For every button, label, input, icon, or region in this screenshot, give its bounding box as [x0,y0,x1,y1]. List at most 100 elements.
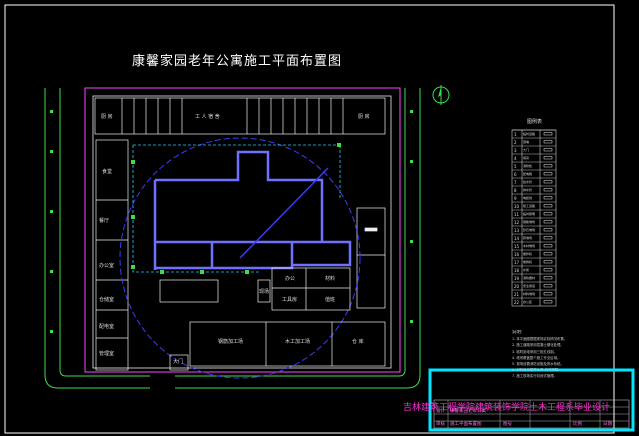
road-edges [44,88,421,389]
legend-row-number: 18 [514,268,520,273]
legend-row-label: 临时道路 [523,131,536,136]
note-line: 6. 材料堆放整齐有序,标识清楚。 [512,368,562,373]
note-line: 4. 塔吊覆盖整个施工作业区域。 [512,355,561,360]
crane-jib [239,167,329,259]
label-guard: 办公室 [99,263,115,269]
main-building [153,150,352,270]
legend-row-number: 20 [514,284,520,289]
legend-row-number: 5 [514,164,517,169]
legend-symbol [543,228,553,232]
legend-row-label: 卷扬机 [523,259,533,264]
title-block-cell: 审核 [436,422,445,427]
legend-row-label: 木材堆场 [523,243,536,248]
legend-row-label: 给水管 [523,179,533,184]
label-storage: 仓 库 [352,339,364,345]
notes-block: 说明: 1. 本平面图根据现场实际情况布置。 2. 施工道路采用混凝土硬化处理。… [512,330,608,380]
legend-row-label: 消防栓 [523,163,533,168]
legend-symbol [543,140,553,144]
legend-row-number: 1 [514,132,517,137]
note-line: 3. 临时用电采用三相五线制。 [512,349,557,354]
legend-row-number: 11 [514,212,520,217]
legend-row-number: 12 [514,220,520,225]
legend-row-number: 3 [514,148,517,153]
label-site-office: 现场 [259,289,270,295]
label-formwork-yard: 木工加工场 [285,339,311,345]
label-worker-dorm: 工 人 宿 舍 [195,114,220,120]
label-gate: 大门 [173,359,184,365]
legend-row-number: 6 [514,172,517,177]
legend-symbol [543,188,553,192]
legend-row-label: 水泵 [523,267,530,272]
legend-symbol [543,148,553,152]
label-canteen: 食堂 [102,169,113,175]
legend-row-number: 13 [514,228,520,233]
legend-symbol [543,172,553,176]
legend-symbol [543,268,553,272]
legend-symbol [543,164,553,168]
legend-symbol [543,292,553,296]
legend-row-label: 安全通道 [523,283,536,288]
title-block [428,368,635,432]
label-office-a: 办公 [285,276,296,282]
legend-row-number: 9 [514,196,517,201]
label-office-d: 值班 [325,297,336,303]
legend-row-label: 塔吊 [523,155,530,160]
title-block-school: 吉林建筑工程学院建筑装饰学院土木工程系毕业设计 [403,403,611,413]
title-block-project: 康馨家园老年公寓 [450,409,486,414]
legend-row-label: 消防器材 [523,275,536,280]
label-office-b: 工具房 [282,297,298,303]
label-dorm-east: 厨 房 [358,114,370,120]
legend-row-label: 配电箱 [523,171,533,176]
water-pipe [132,144,341,273]
legend-row-number: 14 [514,236,520,241]
legend-symbol [543,300,553,304]
legend-symbol [543,260,553,264]
legend-row-label: 搅拌机 [523,251,533,256]
legend-title: 图例表 [527,119,543,125]
label-warehouse1: 仓储室 [99,297,115,303]
legend-symbol [543,220,553,224]
legend-row-label: 材料堆场 [523,291,536,296]
legend-row-number: 21 [514,292,520,297]
right-storage [356,207,386,309]
legend-row-number: 17 [514,260,520,265]
legend-symbol [543,212,553,216]
north-arrow-icon [432,85,450,105]
label-management: 管理室 [99,351,115,357]
legend-symbol [543,180,553,184]
legend-symbol [543,196,553,200]
title-block-drawing-name: 施工平面布置图 [450,422,482,427]
hydrant-markers [50,110,413,333]
legend-row-number: 4 [514,156,517,161]
legend-row-number: 15 [514,244,520,249]
note-line: 1. 本平面图根据现场实际情况布置。 [512,337,568,342]
legend-row-number: 22 [514,300,520,305]
drawing-title: 康馨家园老年公寓施工平面布置图 [132,54,343,69]
site-boundary [92,95,392,369]
legend-symbol [543,244,553,248]
title-block-cell: 图号 [503,422,512,427]
legend-row-label: 钢筋堆场 [523,219,536,224]
bottom-yards [169,321,386,371]
legend-row-label: 施工道路 [523,203,536,208]
title-block-cell: 日期 [603,422,612,427]
notes-heading: 说明: [512,330,523,335]
title-block-cell: 比例 [573,422,582,427]
legend-row-label: 临时照明 [523,211,536,216]
note-line: 5. 现场设置消防设施及排水系统。 [512,362,564,367]
label-warehouse2: 配电室 [99,324,115,330]
legend-row-number: 8 [514,188,517,193]
legend-row-label: 办公区 [523,299,533,304]
label-material-yard: 钢筋加工场 [218,339,244,345]
legend-row-label: 围墙 [523,139,530,144]
legend-row-label: 砂石堆场 [523,227,536,232]
legend-row-number: 2 [514,140,517,145]
legend-symbol [543,156,553,160]
legend-row-label: 电缆线 [523,195,533,200]
worker-dorm-row [94,97,386,135]
label-kitchen: 厨 房 [101,114,113,120]
office-cluster [159,267,351,311]
legend-row-number: 16 [514,252,520,257]
